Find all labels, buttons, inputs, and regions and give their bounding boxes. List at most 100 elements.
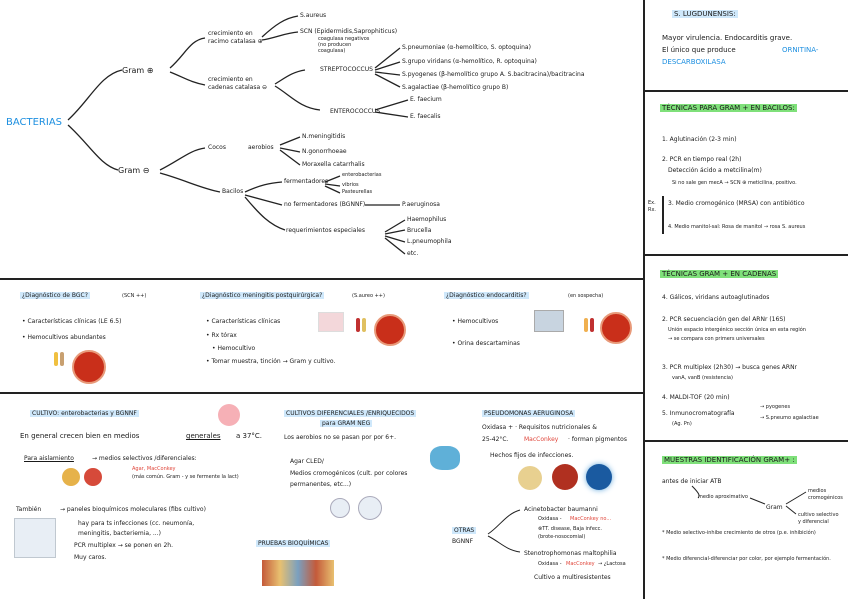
biochem-tests-thumb <box>262 560 334 586</box>
cultivo-pcr2: Muy caros. <box>74 554 107 561</box>
cultivo-panel: → paneles bioquímicos moleculares (fibs … <box>60 506 206 513</box>
exig-item-4: etc. <box>407 250 419 257</box>
steno-mac: MacConkey <box>566 561 595 567</box>
tube-icon <box>362 318 366 332</box>
petri-dish-icon <box>358 496 382 520</box>
streptococcus-label: STREPTOCOCCUS <box>320 66 373 73</box>
q1-item-1: • Características clínicas (LE 6.5) <box>22 318 122 325</box>
petri-dish-icon <box>600 312 632 344</box>
q1-item-2: • Hemocultivos abundantes <box>22 334 106 341</box>
muestras-cult-2: y diferencial <box>798 519 829 525</box>
enterococcus-label: ENTEROCOCCUS <box>330 108 381 115</box>
requerimientos-label: requerimientos especiales <box>286 227 365 234</box>
muestras-title: MUESTRAS IDENTIFICACIÓN GRAM+ : <box>662 456 797 464</box>
cultivo-title-text: CULTIVO: enterobacterias y BGNNF <box>30 410 139 417</box>
acin-trat2: (brote-nosocomial) <box>538 534 586 540</box>
tec-bac-4: Si no sale gen mecA → SCN ⊕ meticilina, … <box>672 180 797 186</box>
acin-oxidasa: Oxidasa - <box>538 516 562 522</box>
q2-item-1: • Características clínicas <box>206 318 281 325</box>
exig-item-2: Brucella <box>407 227 432 234</box>
crec-racimo-1: crecimiento en <box>208 30 253 37</box>
tecnicas-cadenas-title: TÉCNICAS GRAM + EN CADENAS <box>660 270 779 278</box>
muestras-medio: medio aproximativo <box>698 494 748 500</box>
q3-item-1: • Hemocultivos <box>452 318 499 325</box>
bacilos-label: Bacilos <box>222 188 244 195</box>
tec-cad-3: Unión espacio intergénico sección única … <box>668 327 806 333</box>
petri-dish-icon <box>518 466 542 490</box>
tree-root: BACTERIAS <box>6 117 63 128</box>
lugdunensis-highlight: ORNITINA- <box>782 46 819 54</box>
cultivo-panel3: meningitis, bacteriemia, ...) <box>78 530 161 537</box>
lugdunensis-line2: El único que produce <box>662 46 736 54</box>
ferm-item-3: Pasteurellas <box>342 189 373 195</box>
q2-item-4: • Tomar muestra, tinción → Gram y cultiv… <box>206 358 336 365</box>
scn-2: coagulasa negativos <box>318 36 370 42</box>
tube-icon <box>590 318 594 332</box>
cocos-label: Cocos <box>208 144 226 151</box>
tec-bac-side-2: Rx. <box>648 207 657 213</box>
lugdunensis-line1: Mayor virulencia. Endocarditis grave. <box>662 34 793 42</box>
cultivo-general: En general crecen bien en medios <box>20 432 140 440</box>
otras-label: OTRAS <box>452 527 477 534</box>
acin-trat: ⊗TT. disease, Baja infecc. <box>538 526 602 532</box>
q2-item-3: • Hemocultivo <box>212 345 256 352</box>
muestras-cult-1: cultivo selectivo <box>798 512 839 518</box>
muestras-note-1: * Medio selectivo-inhibe crecimiento de … <box>662 530 816 536</box>
tube-icon <box>356 318 360 332</box>
lugdunensis-highlight2: DESCARBOXILASA <box>662 58 726 66</box>
q3-ref: (en sospecha) <box>568 293 604 299</box>
muestras-gram: Gram <box>766 504 783 511</box>
cultivo-tambien: También <box>16 506 42 513</box>
gram-positive-label: Gram ⊕ <box>122 66 154 75</box>
tube-icon <box>60 352 64 366</box>
cultivos2-title: CULTIVOS DIFERENCIALES /ENRIQUECIDOS <box>284 410 417 417</box>
fermentadores-label: fermentadores <box>284 178 329 185</box>
cocos-item-1: N.meningitidis <box>302 133 346 140</box>
cultivos2-medios2: permanentes, etc...) <box>290 481 352 488</box>
tec-bac-5: 3. Medio cromogénico (MRSA) con antibiót… <box>668 200 805 207</box>
pseudo-title: PSEUDOMONAS AERUGINOSA <box>482 410 576 417</box>
muestras-lines <box>691 485 807 515</box>
cultivos2-medios: Medios cromogénicos (cult. por colores <box>290 470 408 477</box>
tec-bac-side-1: Ex. <box>648 200 656 206</box>
crec-racimo-2: racimo catalasa ⊕ <box>208 38 263 45</box>
tube-icon <box>584 318 588 332</box>
gram-negative-label: Gram ⊖ <box>118 166 150 175</box>
cultivo-arrow: → medios selectivos /diferenciales: <box>92 455 197 462</box>
entero-item-2: E. faecalis <box>410 113 441 120</box>
tec-cad-2: 2. PCR secuenciación gen del ARNr (16S) <box>662 316 786 323</box>
tec-cad-9: (Ag. Pn) <box>672 421 692 427</box>
tec-bac-3: Detección ácido a metcilina(m) <box>668 167 762 174</box>
steno-oxidasa: Oxidasa - <box>538 561 562 567</box>
tec-cad-8: 5. Inmunocromatografía <box>662 410 735 417</box>
q1-title: ¿Diagnóstico de BGC? <box>20 292 90 299</box>
scn-4: coagulasa) <box>318 48 346 54</box>
cultivos2-agar: Agar CLED/ <box>290 458 324 465</box>
q1-ref: (SCN ++) <box>122 293 147 299</box>
entero-item-1: E. faecium <box>410 96 442 103</box>
p-aeruginosa: P.aeruginosa <box>402 201 440 208</box>
strepto-item-3: S.pyogenes (β-hemolítico grupo A. S.baci… <box>402 71 585 78</box>
pseudo-temp: 25-42°C. <box>482 436 509 443</box>
stenotrophomonas: Stenotrophomonas maltophilia <box>524 550 617 557</box>
tec-bac-6: 4. Medio manitol-sal: Rosa de manitol → … <box>668 224 806 230</box>
no-fermentadores-label: no fermentadores (BGNNF) <box>284 201 366 208</box>
scn-1: SCN (Epidermidis,Saprophiticus) <box>300 28 398 35</box>
cultivo-pcr: PCR multiplex → se ponen en 2h. <box>74 542 174 549</box>
divider-tecnicas-bacilos <box>643 254 848 256</box>
tec-cad-6: vanA, vanB (resistencia) <box>672 375 733 381</box>
strepto-item-1: S.pneumoniae (α-hemolítico, S. optoquina… <box>402 44 531 51</box>
q2-title: ¿Diagnóstico meningitis postquirúrgica? <box>200 292 325 299</box>
bracket <box>662 196 664 234</box>
crec-cadenas-2: cadenas catalasa ⊖ <box>208 84 268 91</box>
cultivo-temp: a 37°C. <box>236 432 263 440</box>
crec-cadenas-1: crecimiento en <box>208 76 253 83</box>
q3-item-2: • Orina descartaminas <box>452 340 520 347</box>
cultivos2-line1: Los aerobios no se pasan por por 6+. <box>284 434 397 441</box>
tec-cad-imm-2: → S.pneumo agalactiae <box>760 415 819 421</box>
lugdunensis-title: S. LUGDUNENSIS: <box>672 10 738 18</box>
petri-dish-icon <box>552 464 578 490</box>
pseudo-hechos: Hechos fijos de infecciones. <box>490 452 574 459</box>
cultivo-red-2: (más común. Gram - y se fermente la lact… <box>132 474 239 480</box>
acinetobacter: Acinetobacter baumanni <box>524 506 598 513</box>
